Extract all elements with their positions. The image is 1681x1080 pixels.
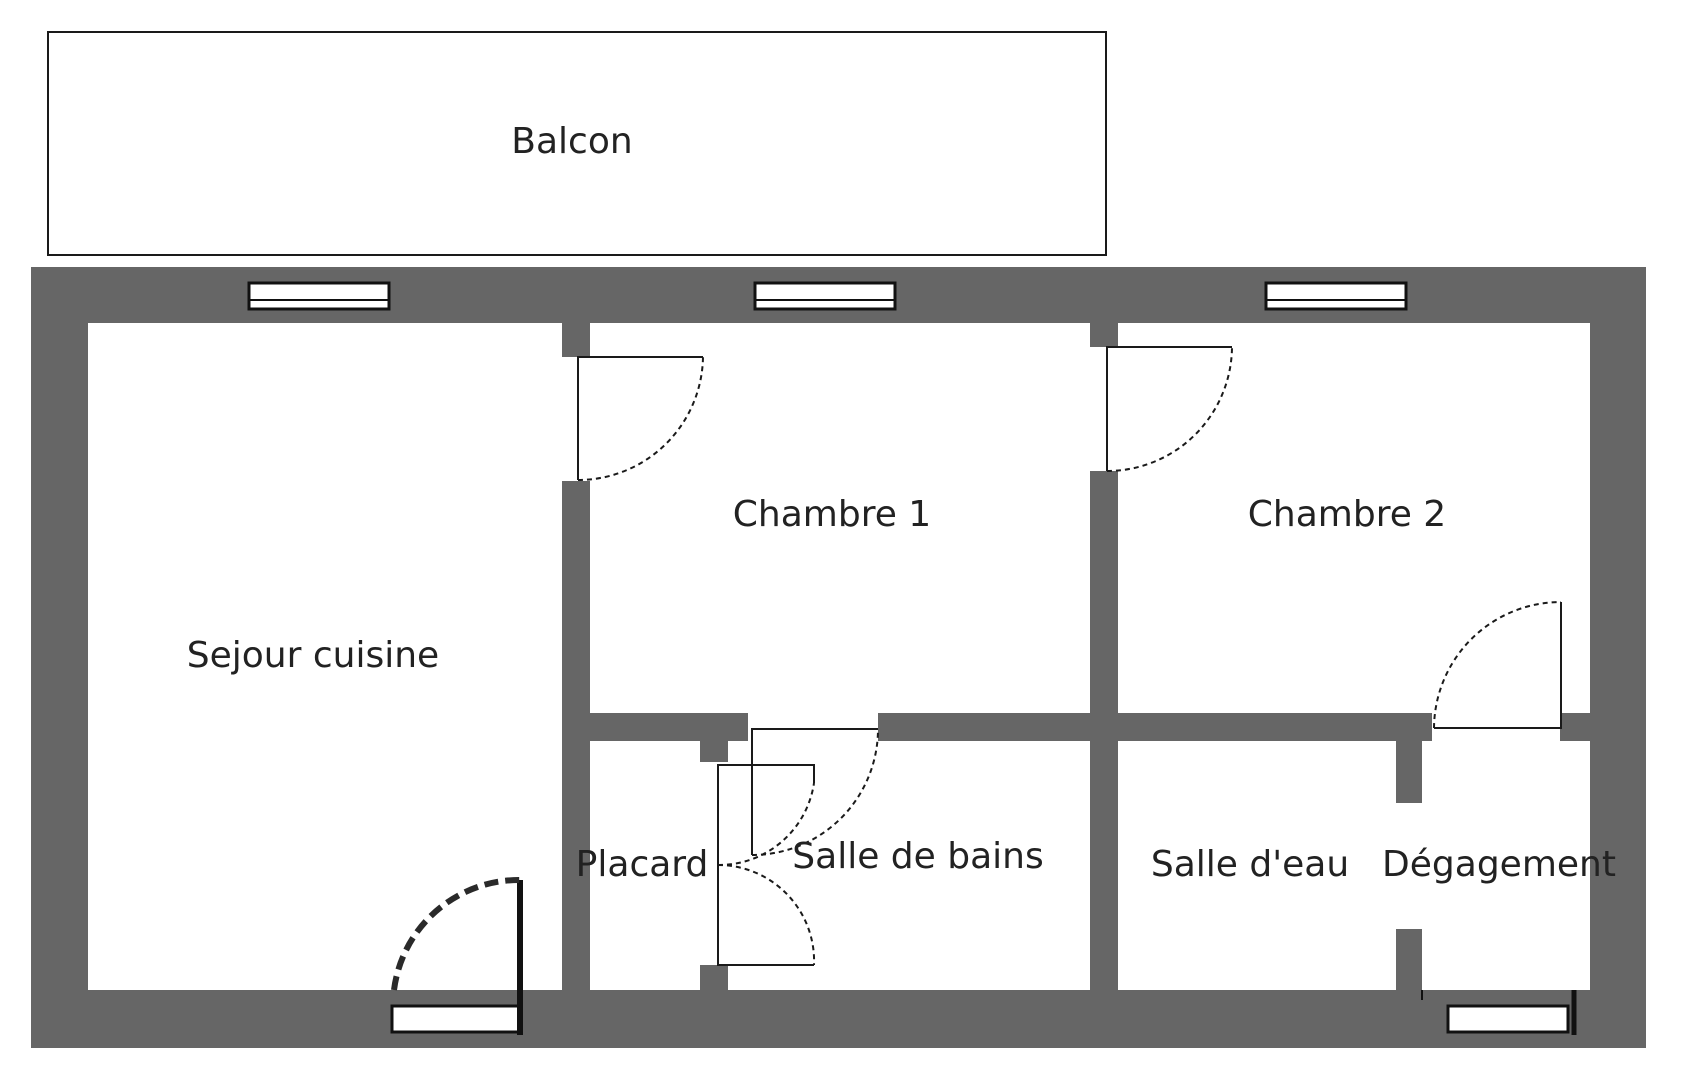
label-placard: Placard [576,844,709,885]
window-degagement-bottom [1446,990,1577,1035]
label-sejour-cuisine: Sejour cuisine [187,635,439,676]
label-degagement: Dégagement [1382,844,1616,885]
opening-placard [698,762,730,965]
label-balcon: Balcon [511,121,632,162]
door-chambre1-chambre2 [1106,346,1233,472]
floor-salle-d-eau [1118,741,1396,990]
door-degagement-chambre2 [1433,601,1562,729]
floor-salle-de-bains [728,741,1090,990]
floor-sejour-cuisine [88,323,562,990]
label-salle-d-eau: Salle d'eau [1151,844,1349,885]
floor-chambre-2 [1118,323,1590,713]
floor-degagement [1422,741,1590,990]
door-entrance [391,876,521,991]
window-sejour [247,281,391,311]
floor-placard [590,741,700,990]
door-placard-bottom [717,863,816,966]
floor-chambre-1 [590,323,1090,713]
door-placard-top [717,764,815,867]
door-sejour-chambre1 [577,356,704,481]
opening-sejour-chambre1 [560,357,592,481]
label-chambre-2: Chambre 2 [1248,494,1446,535]
balcony-outline [47,31,1107,256]
opening-salle-deau-degagement [1394,803,1424,929]
door-bathroom [751,728,879,856]
opening-chambre1-chambre2 [1088,347,1120,471]
label-chambre-1: Chambre 1 [733,494,931,535]
window-chambre-1 [753,281,897,311]
window-sejour-bottom [390,880,523,1035]
label-salle-de-bains: Salle de bains [792,836,1043,877]
window-chambre-2 [1264,281,1408,311]
opening-bath-corridor [748,711,878,743]
